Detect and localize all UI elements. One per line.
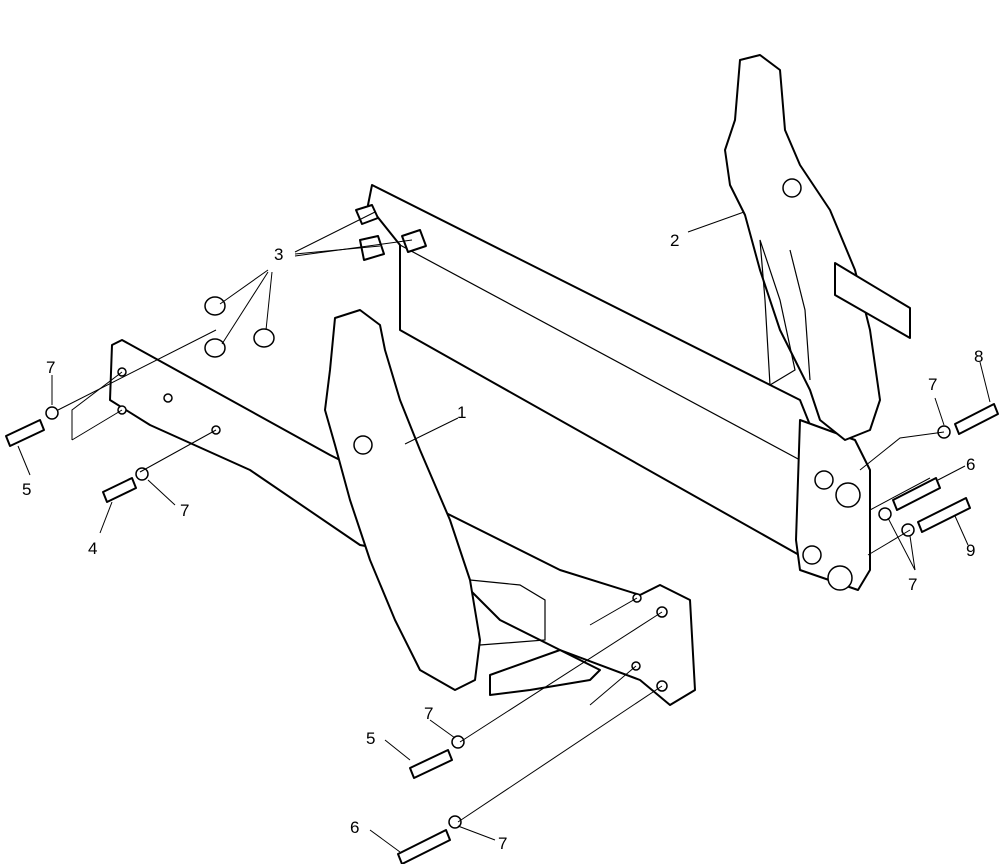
leader-lines bbox=[17, 211, 991, 853]
callout-8: 8 bbox=[974, 347, 983, 366]
fasteners bbox=[5, 403, 999, 864]
callout-5-left: 5 bbox=[22, 480, 31, 499]
callout-7-right-top: 7 bbox=[928, 375, 937, 394]
callout-1: 1 bbox=[457, 403, 466, 422]
rear-end-plate bbox=[795, 419, 871, 591]
callout-9: 9 bbox=[966, 541, 975, 560]
callout-labels: 1 2 3 4 5 5 6 6 7 7 7 7 7 7 8 9 bbox=[22, 231, 983, 853]
callout-7-bottom-mid: 7 bbox=[424, 704, 433, 723]
callout-7-right-bottom: 7 bbox=[908, 575, 917, 594]
callout-6-bottom: 6 bbox=[350, 818, 359, 837]
callout-7-left-mid: 7 bbox=[180, 501, 189, 520]
callout-7-bottom: 7 bbox=[498, 834, 507, 853]
callout-5-bottom: 5 bbox=[366, 729, 375, 748]
bracket-2 bbox=[724, 54, 911, 441]
bracket-1 bbox=[324, 309, 546, 691]
callout-4: 4 bbox=[88, 539, 97, 558]
callout-2: 2 bbox=[670, 231, 679, 250]
spacers bbox=[204, 204, 427, 358]
callout-6-right: 6 bbox=[966, 455, 975, 474]
callout-3: 3 bbox=[274, 245, 283, 264]
callout-7-left-top: 7 bbox=[46, 358, 55, 377]
